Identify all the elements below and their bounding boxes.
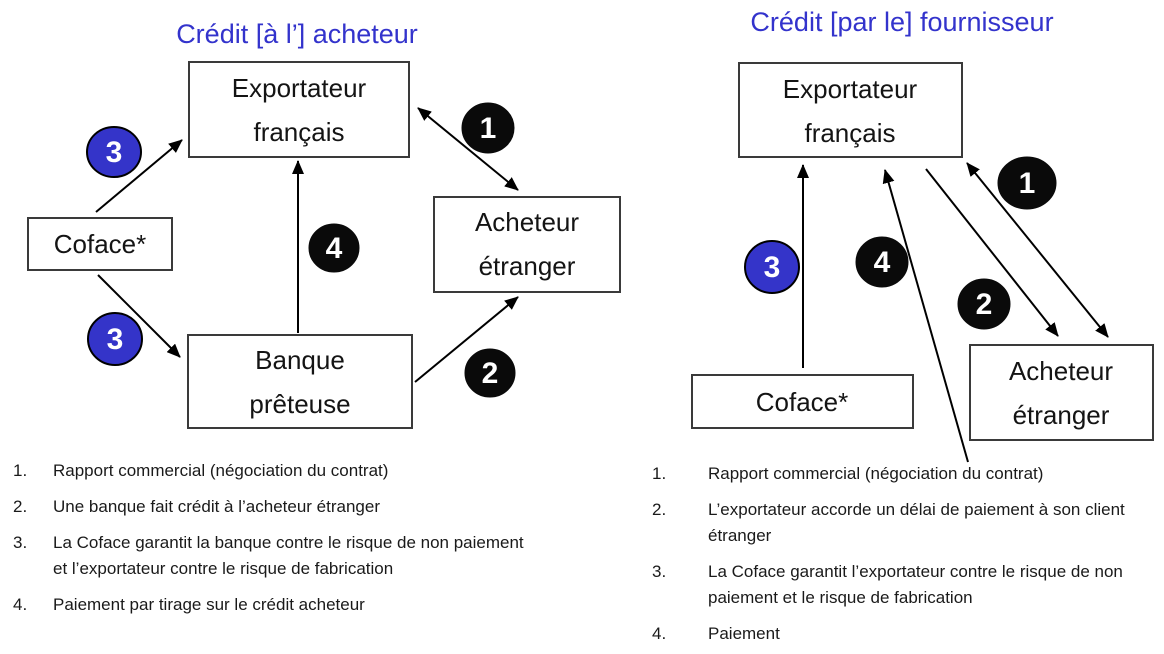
left-legend-item-2: 2. Une banque fait crédit à l’acheteur é… bbox=[13, 494, 533, 520]
badge-4-num: 4 bbox=[326, 232, 343, 265]
badge-2-num: 2 bbox=[482, 357, 499, 390]
legend-item-text: Rapport commercial (négociation du contr… bbox=[53, 458, 533, 484]
badge-1: 1 bbox=[461, 102, 515, 154]
buyer-box-rect bbox=[969, 344, 1154, 441]
legend-item-text: La Coface garantit la banque contre le r… bbox=[53, 530, 533, 582]
buyer-box: Acheteur étranger bbox=[433, 196, 621, 293]
badge-2: 2 bbox=[464, 348, 516, 398]
arrow-bank-to-buyer-2 bbox=[414, 296, 519, 383]
badge-1-num: 1 bbox=[480, 112, 497, 145]
right-diagram-title: Crédit [par le] fournisseur bbox=[750, 7, 1054, 37]
exporter-box-label-line1: Exportateur bbox=[783, 74, 918, 104]
buyer-box-label-line2: étranger bbox=[1013, 400, 1110, 430]
arrow-exporter-to-buyer-2 bbox=[925, 168, 1059, 337]
buyer-box-label-line2: étranger bbox=[479, 251, 576, 281]
badge-3-top-num: 3 bbox=[106, 136, 123, 169]
exporter-box-label-line1: Exportateur bbox=[232, 73, 367, 103]
badge-1-num: 1 bbox=[1019, 167, 1036, 200]
legend-line: et l’exportateur contre le risque de fab… bbox=[53, 559, 394, 578]
buyer-credit-diagram: Exportateur français Acheteur étranger C… bbox=[27, 61, 621, 429]
left-legend: 1. Rapport commercial (négociation du co… bbox=[13, 458, 533, 628]
arrow-buyer-to-exporter-4 bbox=[882, 169, 969, 463]
legend-item-number: 4. bbox=[13, 595, 28, 614]
legend-item-number: 2. bbox=[13, 497, 28, 516]
legend-item-number: 2. bbox=[652, 500, 667, 519]
left-diagram-title: Crédit [à l’] acheteur bbox=[176, 19, 418, 49]
right-legend-item-3: 3. La Coface garantit l’exportateur cont… bbox=[652, 559, 1157, 611]
legend-item-text: La Coface garantit l’exportateur contre … bbox=[708, 559, 1157, 611]
bank-box: Banque prêteuse bbox=[187, 334, 413, 429]
right-legend-item-1: 1. Rapport commercial (négociation du co… bbox=[652, 461, 1157, 487]
badge-3-bottom-num: 3 bbox=[107, 323, 124, 356]
exporter-box: Exportateur français bbox=[188, 61, 410, 158]
buyer-box-label-line1: Acheteur bbox=[1009, 356, 1113, 386]
coface-box: Coface* bbox=[27, 217, 173, 271]
coface-box: Coface* bbox=[691, 374, 914, 429]
coface-box-rect bbox=[27, 217, 173, 271]
badge-3-bottom: 3 bbox=[87, 312, 143, 366]
buyer-box: Acheteur étranger bbox=[969, 344, 1154, 441]
legend-item-number: 3. bbox=[13, 533, 28, 552]
badge-4-num: 4 bbox=[874, 246, 891, 279]
exporter-box-label-line2: français bbox=[804, 118, 895, 148]
bank-box-label-line2: prêteuse bbox=[249, 389, 350, 419]
legend-item-text: Rapport commercial (négociation du contr… bbox=[708, 461, 1157, 487]
legend-item-number: 1. bbox=[652, 464, 667, 483]
exporter-box-rect bbox=[188, 61, 410, 158]
legend-item-text: Paiement par tirage sur le crédit achete… bbox=[53, 592, 533, 618]
legend-line: Paiement par tirage sur le crédit achete… bbox=[53, 595, 365, 614]
buyer-box-label-line1: Acheteur bbox=[475, 207, 579, 237]
right-legend-item-2: 2. L’exportateur accorde un délai de pai… bbox=[652, 497, 1157, 549]
legend-line: La Coface garantit l’exportateur contre … bbox=[708, 562, 1123, 581]
buyer-box-rect bbox=[433, 196, 621, 293]
legend-line: étranger bbox=[708, 526, 772, 545]
coface-box-label: Coface* bbox=[756, 387, 849, 417]
arrow-exporter-buyer-1 bbox=[417, 107, 519, 191]
supplier-credit-diagram: Exportateur français Coface* Acheteur ét… bbox=[691, 62, 1154, 463]
legend-line: L’exportateur accorde un délai de paieme… bbox=[708, 500, 1125, 519]
left-legend-item-3: 3. La Coface garantit la banque contre l… bbox=[13, 530, 533, 582]
badge-3-num: 3 bbox=[764, 251, 781, 284]
badge-4: 4 bbox=[855, 236, 909, 288]
legend-line: Paiement bbox=[708, 624, 780, 643]
legend-item-text: Une banque fait crédit à l’acheteur étra… bbox=[53, 494, 533, 520]
badge-2: 2 bbox=[957, 278, 1011, 330]
coface-box-label: Coface* bbox=[54, 229, 147, 259]
arrow-coface-to-exporter-3 bbox=[95, 139, 183, 213]
coface-box-rect bbox=[691, 374, 914, 429]
legend-item-text: Paiement bbox=[708, 621, 1157, 647]
right-legend: 1. Rapport commercial (négociation du co… bbox=[652, 461, 1157, 654]
legend-item-number: 1. bbox=[13, 461, 28, 480]
legend-line: La Coface garantit la banque contre le r… bbox=[53, 533, 524, 552]
legend-item-text: L’exportateur accorde un délai de paieme… bbox=[708, 497, 1157, 549]
legend-line: paiement et le risque de fabrication bbox=[708, 588, 973, 607]
legend-line: Une banque fait crédit à l’acheteur étra… bbox=[53, 497, 380, 516]
exporter-box: Exportateur français bbox=[738, 62, 963, 158]
left-legend-item-1: 1. Rapport commercial (négociation du co… bbox=[13, 458, 533, 484]
badge-1: 1 bbox=[997, 156, 1057, 210]
badge-2-num: 2 bbox=[976, 288, 993, 321]
arrow-exporter-buyer-1 bbox=[966, 162, 1109, 338]
bank-box-rect bbox=[187, 334, 413, 429]
right-legend-item-4: 4. Paiement bbox=[652, 621, 1157, 647]
arrow-coface-to-bank-3 bbox=[97, 274, 181, 358]
exporter-box-rect bbox=[738, 62, 963, 158]
exporter-box-label-line2: français bbox=[253, 117, 344, 147]
badge-4: 4 bbox=[308, 223, 360, 273]
badge-3: 3 bbox=[744, 240, 800, 294]
legend-line: Rapport commercial (négociation du contr… bbox=[53, 461, 389, 480]
badge-3-top: 3 bbox=[86, 126, 142, 178]
left-legend-item-4: 4. Paiement par tirage sur le crédit ach… bbox=[13, 592, 533, 618]
bank-box-label-line1: Banque bbox=[255, 345, 345, 375]
legend-line: Rapport commercial (négociation du contr… bbox=[708, 464, 1044, 483]
legend-item-number: 4. bbox=[652, 624, 667, 643]
legend-item-number: 3. bbox=[652, 562, 667, 581]
